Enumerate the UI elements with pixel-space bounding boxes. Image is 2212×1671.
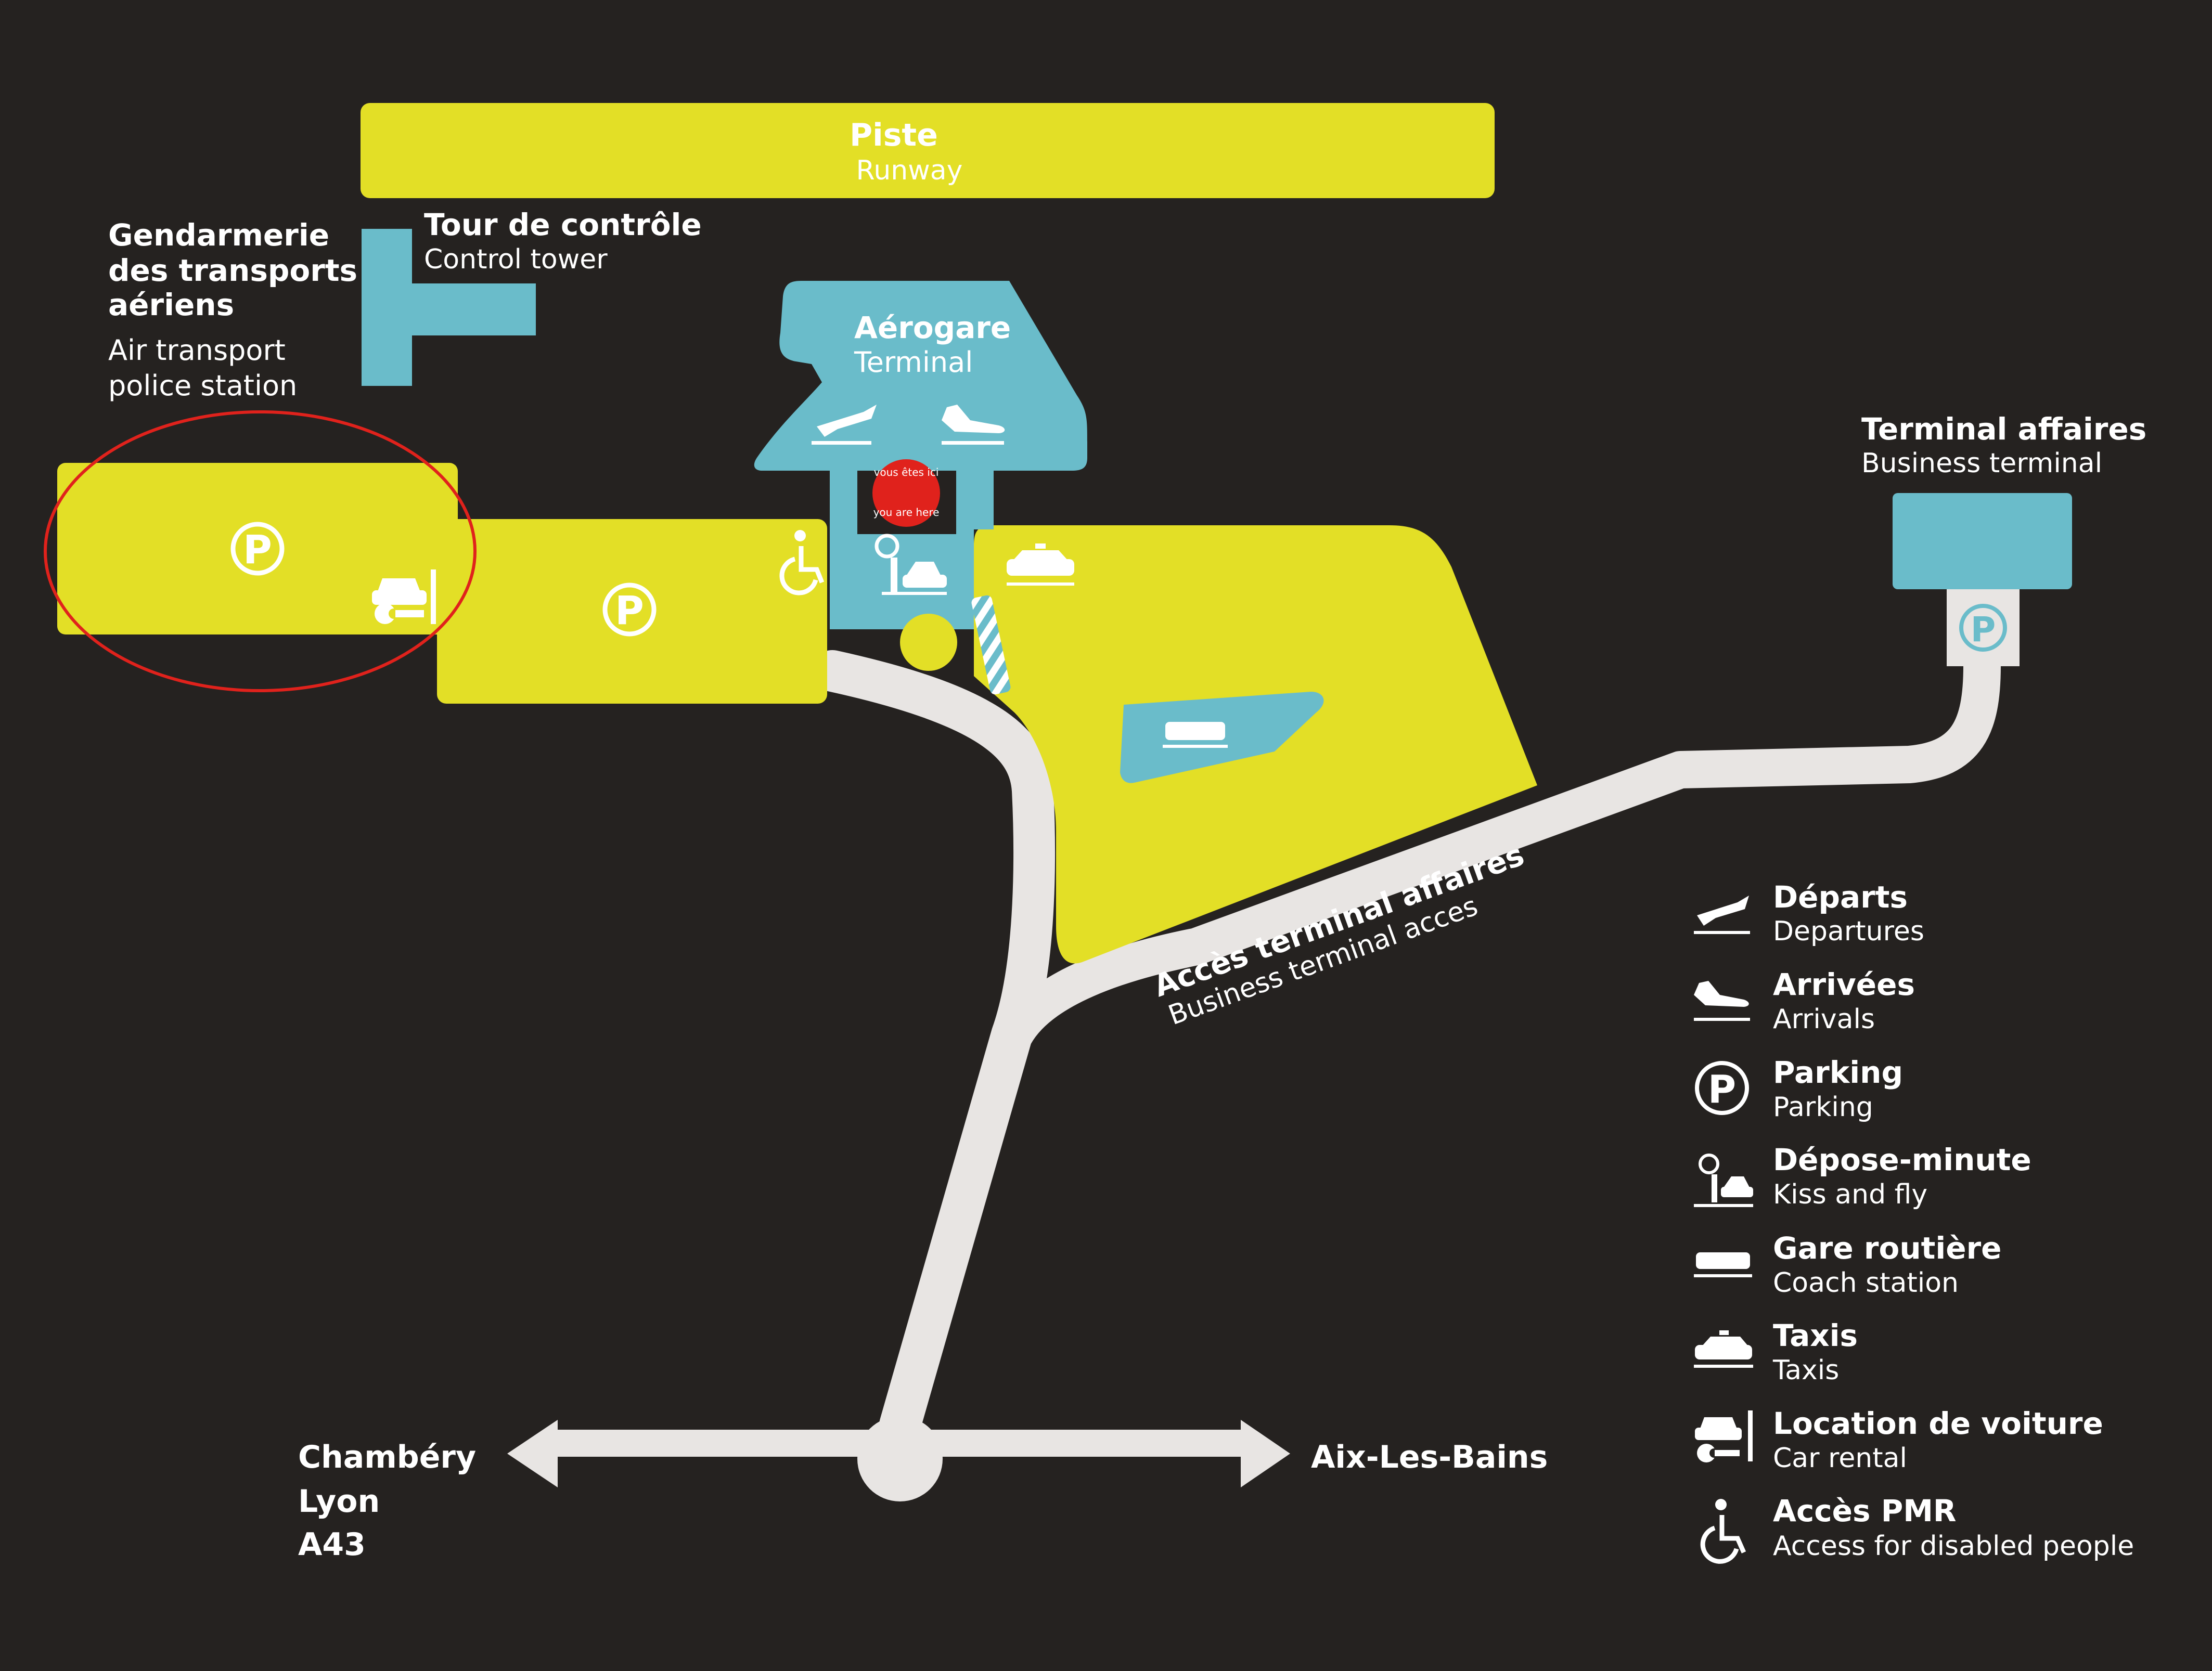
- legend-label-en: Access for disabled people: [1773, 1531, 2134, 1562]
- legend-item: Arrivées Arrivals: [1694, 967, 1915, 1035]
- parking-letter: P: [243, 526, 272, 573]
- highlight-ellipse: [44, 410, 477, 692]
- gendarmerie-label-fr-3: aériens: [108, 287, 234, 322]
- eastbound-arrow: [1241, 1420, 1290, 1487]
- legend-item: P Parking Parking: [1695, 1055, 1903, 1123]
- destination-chambery: Chambéry: [298, 1439, 476, 1475]
- gendarmerie-label-fr-1: Gendarmerie: [108, 217, 329, 253]
- business-terminal-label-fr: Terminal affaires: [1861, 411, 2146, 447]
- gendarmerie-label-en-1: Air transport: [108, 334, 286, 367]
- kiss-and-fly-icon: [874, 534, 947, 595]
- access-barrier: [971, 595, 1011, 695]
- terminal-building: [754, 281, 1087, 629]
- destination-lyon: Lyon: [298, 1483, 380, 1520]
- you-are-here-marker: vous êtes ici you are here: [872, 459, 940, 527]
- arrivals-icon: [942, 405, 1005, 445]
- legend-label-fr: Parking: [1773, 1055, 1903, 1090]
- main-access-road: [812, 650, 1056, 1446]
- legend-item: Taxis Taxis: [1694, 1318, 1858, 1386]
- legend-item: Gare routière Coach station: [1694, 1230, 2002, 1299]
- parking-lot-central: [437, 519, 827, 704]
- legend-label-en: Arrivals: [1773, 1004, 1875, 1035]
- parking-letter: P: [1708, 1067, 1736, 1112]
- you-are-here-fr: vous êtes ici: [874, 466, 939, 478]
- kiss-and-fly-icon: [1694, 1154, 1753, 1207]
- parking-letter: P: [615, 587, 644, 633]
- legend-label-fr: Location de voiture: [1773, 1406, 2103, 1441]
- westbound-arrow: [507, 1420, 558, 1487]
- legend-label-en: Parking: [1773, 1092, 1873, 1123]
- terminal-label-en: Terminal: [854, 346, 973, 379]
- business-terminal-building: [1893, 493, 2072, 589]
- taxi-icon: [1694, 1330, 1753, 1368]
- legend-item: Location de voiture Car rental: [1695, 1406, 2103, 1474]
- terminal-label-fr: Aérogare: [854, 310, 1011, 345]
- wheelchair-icon: [779, 530, 825, 595]
- control-tower-label-en: Control tower: [424, 244, 608, 275]
- gendarmerie-label-fr-2: des transports: [108, 253, 357, 288]
- runway-label-fr: Piste: [850, 117, 938, 153]
- legend-label-fr: Accès PMR: [1773, 1493, 1957, 1528]
- legend: Départs Departures Arrivées Arrivals P P…: [1694, 879, 2134, 1564]
- legend-item: Accès PMR Access for disabled people: [1700, 1493, 2134, 1564]
- terminal-roundabout: [900, 614, 957, 671]
- coach-icon: [1694, 1252, 1752, 1277]
- parking-letter: P: [1971, 610, 1996, 650]
- gendarmerie-building: [362, 229, 412, 386]
- wheelchair-icon: [1700, 1499, 1746, 1564]
- runway: [361, 103, 1495, 198]
- runway-label-en: Runway: [856, 155, 963, 186]
- departures-icon: [1694, 896, 1750, 934]
- legend-label-fr: Taxis: [1773, 1318, 1858, 1353]
- parking-icon: P: [602, 582, 657, 637]
- legend-label-en: Taxis: [1772, 1355, 1839, 1386]
- legend-label-fr: Dépose-minute: [1773, 1142, 2031, 1177]
- arrivals-icon: [1694, 981, 1750, 1021]
- parking-icon: P: [1695, 1061, 1749, 1115]
- parking-lot-west: [57, 463, 458, 634]
- control-tower-building: [412, 283, 536, 335]
- legend-label-fr: Arrivées: [1773, 967, 1915, 1002]
- business-terminal-road: [996, 647, 2001, 1054]
- legend-item: Départs Departures: [1694, 879, 1924, 947]
- destination-a43: A43: [298, 1526, 366, 1563]
- legend-label-fr: Gare routière: [1773, 1230, 2002, 1266]
- legend-label-en: Coach station: [1773, 1267, 1959, 1299]
- departures-icon: [812, 405, 877, 445]
- destination-aix-les-bains: Aix-Les-Bains: [1311, 1439, 1548, 1475]
- car-rental-icon: [372, 569, 436, 624]
- taxi-icon: [1007, 543, 1074, 586]
- gendarmerie-label-en-2: police station: [108, 369, 297, 402]
- business-parking-block: [1947, 589, 2020, 666]
- legend-label-en: Kiss and fly: [1773, 1179, 1927, 1210]
- you-are-here-en: you are here: [873, 506, 940, 519]
- car-rental-icon: [1695, 1410, 1753, 1462]
- legend-label-en: Departures: [1773, 916, 1924, 947]
- coach-icon: [1163, 722, 1228, 748]
- roads: [551, 647, 2001, 1457]
- parking-icon: P: [1959, 604, 2007, 652]
- legend-label-fr: Départs: [1773, 879, 1908, 915]
- parking-icon: P: [230, 522, 285, 576]
- legend-item: Dépose-minute Kiss and fly: [1694, 1142, 2031, 1210]
- legend-label-en: Car rental: [1773, 1443, 1907, 1474]
- control-tower-label-fr: Tour de contrôle: [424, 207, 702, 242]
- roundabout: [857, 1416, 943, 1501]
- business-terminal-label-en: Business terminal: [1861, 448, 2102, 479]
